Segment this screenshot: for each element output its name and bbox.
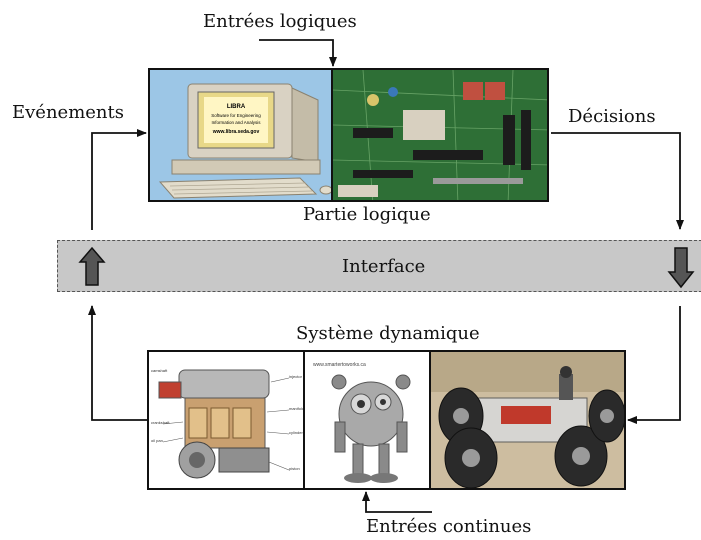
engine-callout-1: injector: [289, 374, 303, 379]
engine-callout-3: cylinder: [289, 430, 303, 435]
engine-callout-7: camshaft: [151, 368, 168, 373]
circuit-board-image: [331, 68, 549, 202]
decisions-label: Décisions: [568, 106, 656, 127]
logic-part-label: Partie logique: [303, 204, 431, 225]
engine-callout-6: oil pan: [151, 438, 163, 443]
screen-line4: www.libra.seda.gov: [212, 129, 260, 135]
screen-title: LIBRA: [227, 104, 246, 110]
dynamic-system-label: Système dynamique: [296, 323, 480, 344]
robot-figure-image: www.smartertoworks.ca: [303, 350, 431, 490]
engine-callout-2: manifold: [289, 406, 304, 411]
engine-callout-4: piston: [289, 466, 300, 471]
rover-image: [429, 350, 626, 490]
interface-label: Interface: [342, 256, 426, 277]
continuous-inputs-label: Entrées continues: [366, 516, 532, 537]
screen-line3: Information and Analysis: [211, 120, 261, 125]
computer-image: LIBRA Software for Engineering Informati…: [148, 68, 333, 202]
sensing-arrow: [88, 305, 147, 421]
events-label: Evénements: [12, 102, 124, 123]
continuous-inputs-arrow: [362, 491, 432, 513]
interface-band: Interface: [57, 240, 701, 292]
actuation-arrow: [627, 306, 681, 424]
events-arrow: [91, 129, 147, 230]
logical-inputs-label: Entrées logiques: [203, 11, 357, 32]
up-block-arrow: [78, 246, 106, 286]
robot-site-text: www.smartertoworks.ca: [313, 362, 366, 368]
decisions-arrow: [551, 132, 684, 230]
down-block-arrow: [667, 247, 695, 289]
screen-line2: Software for Engineering: [211, 113, 261, 118]
engine-callout-5: crankshaft: [151, 420, 170, 425]
logical-inputs-arrow: [259, 39, 337, 67]
engine-image: injector manifold cylinder piston cranks…: [147, 350, 305, 490]
